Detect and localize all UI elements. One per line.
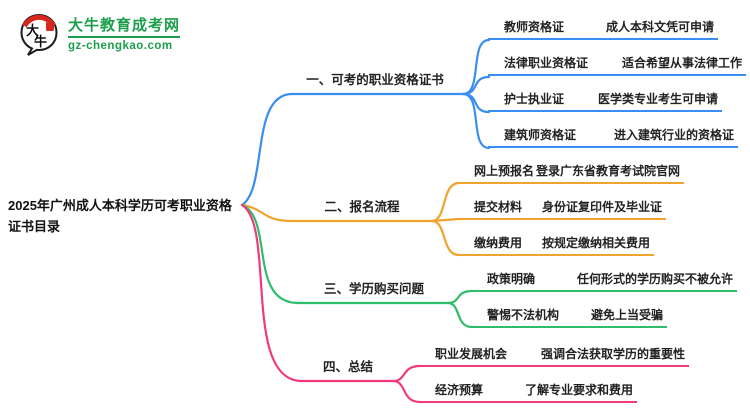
branch-3-label: 三、学历购买问题 [323,282,424,296]
leaf-detail: 身份证复印件及毕业证 [541,200,662,214]
leaf-detail: 避免上当受骗 [590,308,663,322]
leaf-label: 警惕不法机构 [487,308,560,322]
leaf-detail: 进入建筑行业的资格证 [613,128,734,142]
leaf-detail: 医学类专业考生可申请 [597,92,718,106]
leaf-label: 缴纳费用 [474,236,523,250]
site-logo: 大 牛 大牛教育成考网 gz-chengkao.com [18,12,181,58]
leaf-row: 教师资格证 成人本科文凭可申请 [488,16,718,40]
leaf-row: 经济预算 了解专业要求和费用 [419,379,637,403]
leaf-detail: 任何形式的学历购买不被允许 [576,272,733,286]
leaf-label: 教师资格证 [504,20,565,34]
branch-3-lines [240,203,474,329]
site-name: 大牛教育成考网 [68,17,181,34]
bubble-char-2: 牛 [34,34,47,49]
leaf-detail: 按规定缴纳相关费用 [541,236,650,250]
leaf-detail: 强调合法获取学历的重要性 [540,347,685,361]
logo-bubble-icon: 大 牛 [20,13,58,56]
branch-2-label: 二、报名流程 [324,200,400,214]
site-url: gz-chengkao.com [68,40,173,52]
leaf-row: 提交材料 身份证复印件及毕业证 [458,196,666,220]
leaf-row: 建筑师资格证 进入建筑行业的资格证 [488,124,738,148]
branch-2-lines [240,181,461,257]
branch-4-label: 四、总结 [322,360,373,374]
logo-divider [68,36,181,38]
leaf-row: 职业发展机会 强调合法获取学历的重要性 [419,343,689,367]
leaf-detail: 了解专业要求和费用 [524,383,633,397]
red-seal-icon [46,22,54,31]
leaf-row: 法律职业资格证 适合希望从事法律工作 [488,52,746,76]
branch-1-label: 一、可考的职业资格证书 [306,73,444,87]
leaf-label: 法律职业资格证 [504,56,589,70]
leaf-detail: 适合希望从事法律工作 [621,56,742,70]
leaf-label: 建筑师资格证 [504,128,577,142]
leaf-label: 职业发展机会 [435,347,508,361]
leaf-label: 经济预算 [435,383,484,397]
leaf-label: 网上预报名 [474,164,535,178]
leaf-row: 警惕不法机构 避免上当受骗 [471,304,667,328]
leaf-row: 网上预报名 登录广东省教育考试院官网 [458,160,684,184]
leaf-row: 护士执业证 医学类专业考生可申请 [488,88,722,112]
leaf-row: 缴纳费用 按规定缴纳相关费用 [458,232,654,256]
leaf-detail: 登录广东省教育考试院官网 [535,164,680,178]
leaf-label: 护士执业证 [504,92,565,106]
leaf-label: 提交材料 [474,200,523,214]
leaf-label: 政策明确 [487,272,536,286]
leaf-row: 政策明确 任何形式的学历购买不被允许 [471,268,737,292]
bubble-char-1: 大 [26,23,39,38]
leaf-detail: 成人本科文凭可申请 [605,20,714,34]
root-topic: 2025年广州成人本科学历可考职业资格证书目录 [8,198,232,234]
branch-1-lines [240,38,491,207]
